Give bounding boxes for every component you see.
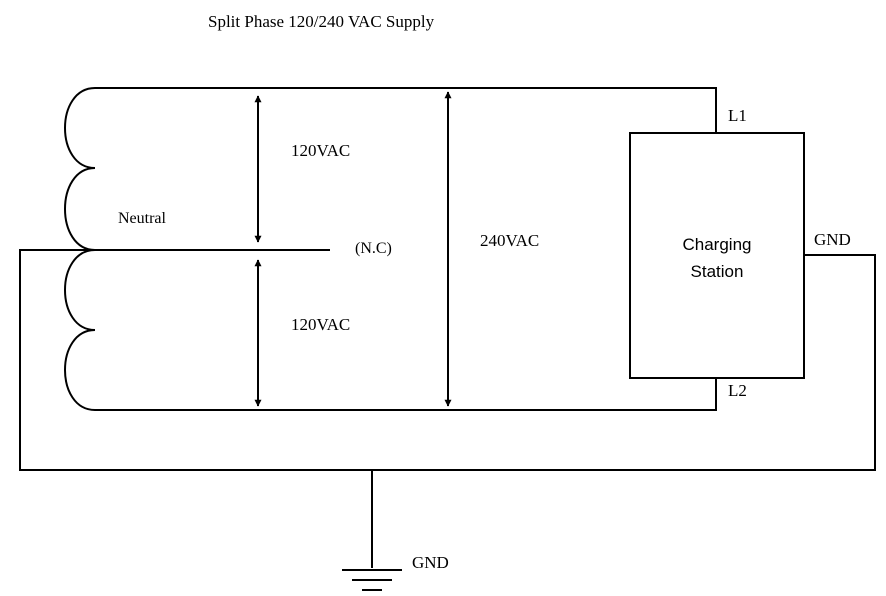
line2-wire (95, 378, 717, 411)
charging-station-label-line2: Station (691, 262, 744, 281)
upper-voltage-label: 120VAC (291, 141, 350, 160)
charging-station-box (629, 132, 805, 379)
line1-label: L1 (728, 106, 747, 125)
neutral-label: Neutral (118, 210, 167, 227)
neutral-state-label: (N.C) (355, 240, 392, 257)
line1-wire (95, 87, 717, 133)
diagram-title: Split Phase 120/240 VAC Supply (208, 12, 435, 31)
earth-ground-label: GND (412, 553, 449, 572)
earth-ground-icon (342, 569, 402, 591)
total-voltage-label: 240VAC (480, 231, 539, 250)
lower-voltage-label: 120VAC (291, 315, 350, 334)
line2-label: L2 (728, 381, 747, 400)
station-ground-label: GND (814, 230, 851, 249)
ground-loop-wire (19, 249, 876, 471)
charging-station-label-line1: Charging (683, 235, 752, 254)
